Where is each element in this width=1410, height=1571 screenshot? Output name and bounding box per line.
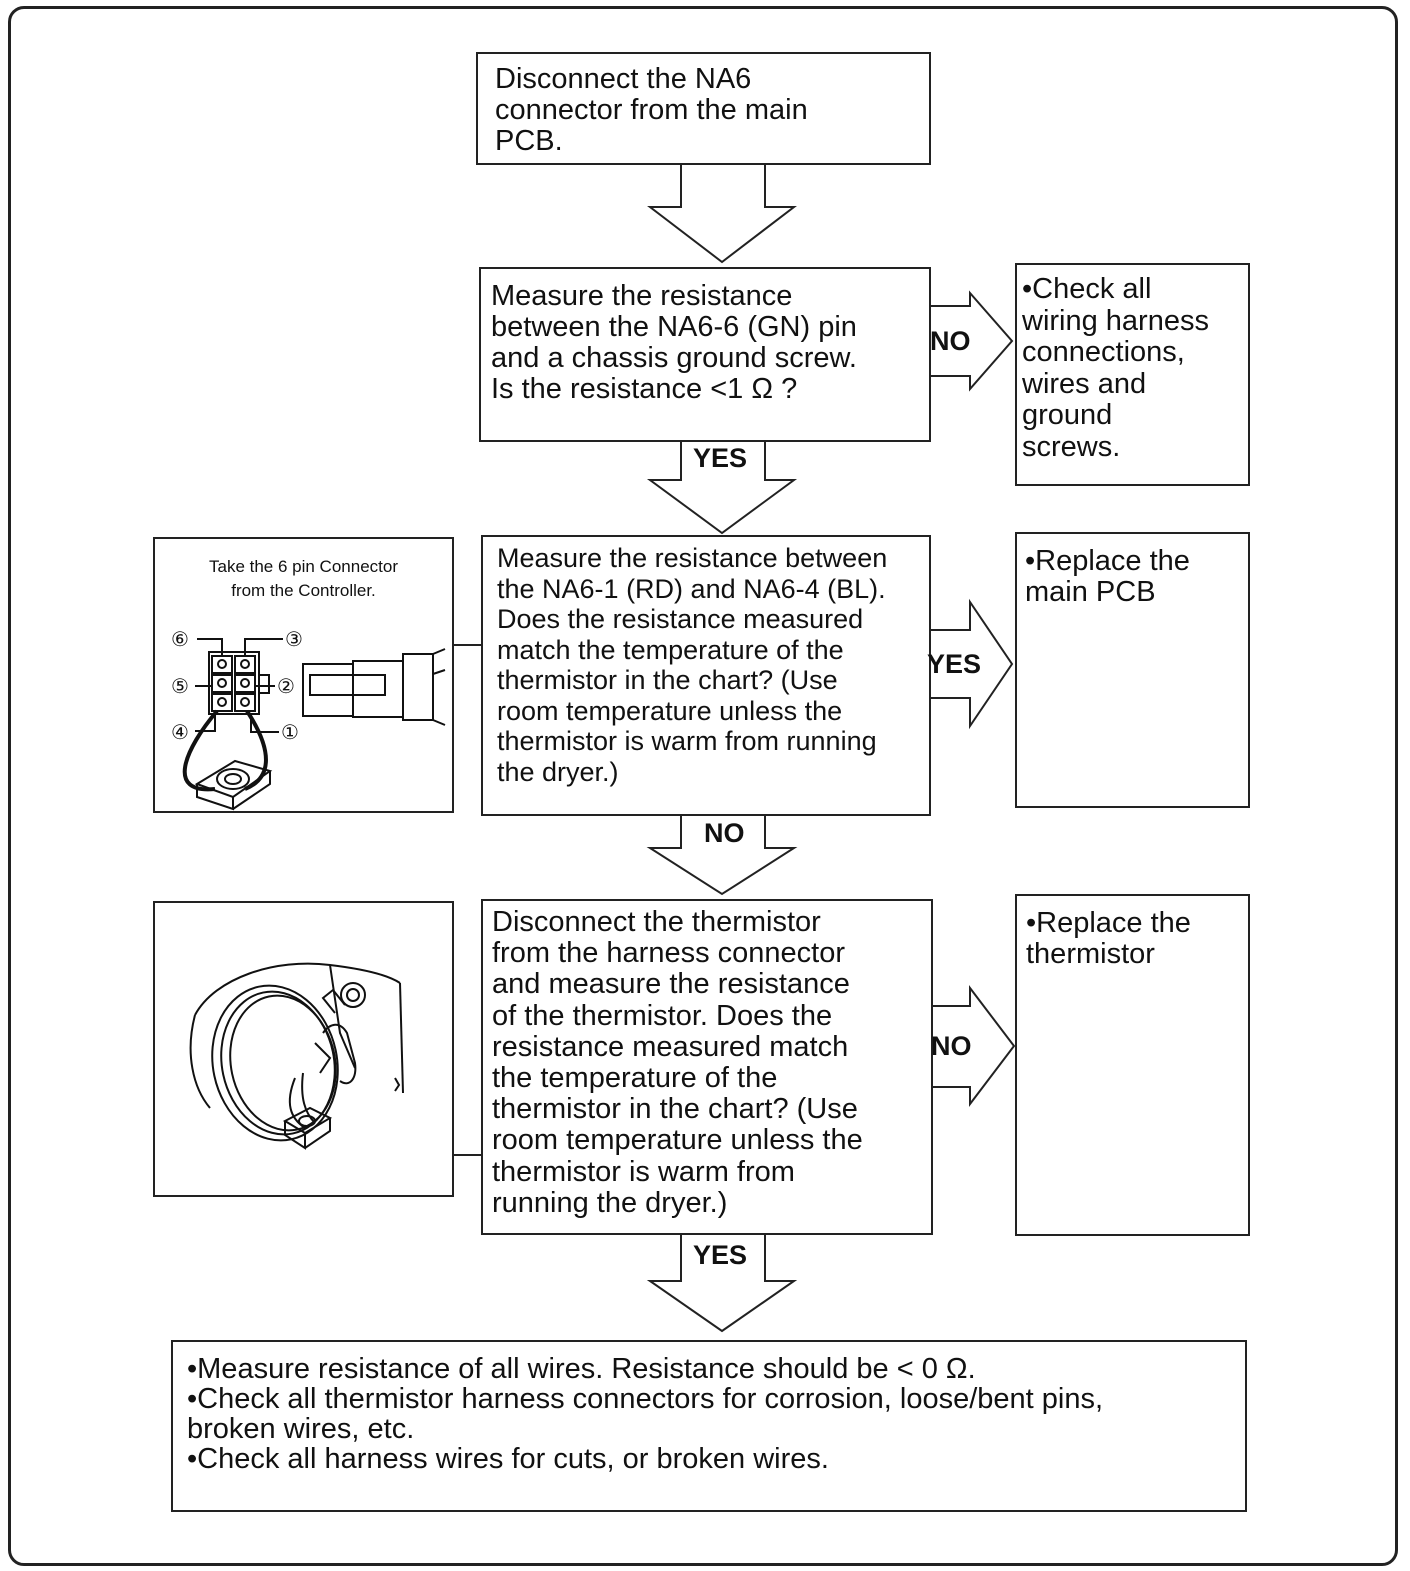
- step-disconnect-na6: Disconnect the NA6 connector from the ma…: [476, 52, 931, 165]
- pin-label-3: ③: [285, 627, 303, 651]
- action-final-checks: •Measure resistance of all wires. Resist…: [171, 1340, 1247, 1512]
- step-measure-na6-1-4-text: Measure the resistance between the NA6-1…: [497, 543, 888, 787]
- arrow-down-2: [646, 440, 798, 535]
- arrow-down-1: [647, 164, 797, 264]
- label-yes-thermistor: YES: [693, 1240, 748, 1270]
- thermistor-illustration: [189, 962, 404, 1150]
- step-disconnect-thermistor: Disconnect the thermistor from the harne…: [481, 899, 933, 1235]
- label-no-na6: NO: [704, 818, 745, 848]
- label-no-thermistor: NO: [931, 1031, 972, 1061]
- label-yes-na6: YES: [927, 649, 982, 679]
- action-check-wiring-text: •Check all wiring harness connections, w…: [1022, 273, 1209, 463]
- arrow-right-2: [929, 598, 1014, 730]
- connector-diagram: ⑥ ③ ⑤ ② ④ ①: [171, 627, 446, 811]
- label-yes-ground: YES: [693, 443, 748, 473]
- action-replace-pcb-text: •Replace the main PCB: [1025, 545, 1190, 608]
- action-replace-thermistor-text: •Replace the thermistor: [1026, 907, 1191, 970]
- pin-label-1: ①: [281, 720, 299, 744]
- step-measure-ground-text: Measure the resistance between the NA6-6…: [491, 280, 857, 405]
- connector-figure-caption: Take the 6 pin Connector from the Contro…: [208, 557, 398, 600]
- step-measure-ground: Measure the resistance between the NA6-6…: [479, 267, 931, 442]
- page-frame: [8, 6, 1398, 1566]
- step-disconnect-na6-text: Disconnect the NA6 connector from the ma…: [495, 63, 808, 157]
- action-check-wiring: •Check all wiring harness connections, w…: [1015, 263, 1250, 486]
- step-disconnect-thermistor-text: Disconnect the thermistor from the harne…: [492, 906, 863, 1219]
- arrow-down-3: [646, 814, 798, 896]
- action-replace-thermistor: •Replace the thermistor: [1015, 894, 1250, 1236]
- arrow-right-3: [933, 985, 1016, 1107]
- action-replace-pcb: •Replace the main PCB: [1015, 532, 1250, 808]
- arrow-right-1: [929, 290, 1014, 392]
- connector-figure: Take the 6 pin Connector from the Contro…: [153, 537, 454, 813]
- label-no-ground: NO: [930, 326, 971, 356]
- pin-label-6: ⑥: [171, 627, 189, 651]
- action-final-checks-text: •Measure resistance of all wires. Resist…: [187, 1353, 1104, 1475]
- arrow-down-4: [646, 1233, 798, 1333]
- step-measure-na6-1-4: Measure the resistance between the NA6-1…: [481, 535, 931, 816]
- thermistor-figure: [153, 901, 454, 1197]
- pin-label-2: ②: [277, 674, 295, 698]
- pin-label-5: ⑤: [171, 674, 189, 698]
- pin-label-4: ④: [171, 720, 189, 744]
